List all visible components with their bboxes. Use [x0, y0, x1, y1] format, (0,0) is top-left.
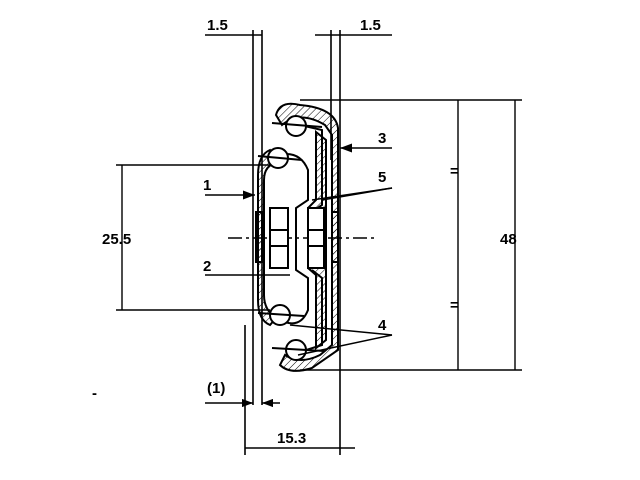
callout-3: 3	[378, 130, 386, 147]
dim-top-left: 1.5	[207, 17, 228, 34]
dim-equal-upper: =	[450, 163, 459, 180]
dim-top-right: 1.5	[360, 17, 381, 34]
extension-lines	[116, 30, 522, 455]
outer-member-3	[274, 102, 339, 372]
dim-bottom-width: 15.3	[277, 430, 306, 447]
dim-left-height: 25.5	[102, 231, 131, 248]
slide-profile	[255, 102, 339, 372]
ball-cage-left	[269, 207, 289, 269]
leader-lines	[205, 143, 393, 356]
ball-bearings	[257, 115, 325, 361]
dash-mark: -	[92, 385, 97, 402]
dim-equal-lower: =	[450, 297, 459, 314]
ball-cage-right	[307, 207, 325, 269]
callout-1: 1	[203, 177, 211, 194]
dim-total-height: 48	[500, 231, 517, 248]
callout-4: 4	[378, 317, 387, 334]
callout-2: 2	[203, 258, 211, 275]
dimension-lines	[121, 34, 516, 449]
callout-5: 5	[378, 169, 386, 186]
dim-clearance: (1)	[207, 380, 225, 397]
